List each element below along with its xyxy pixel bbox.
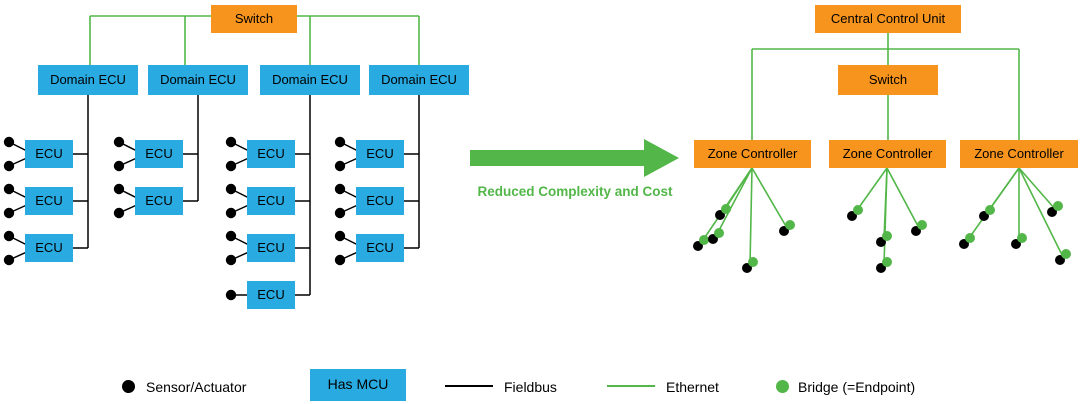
legend-bridge-label: Bridge (=Endpoint) [798,379,916,395]
ethernet-line-icon [607,385,655,387]
ecu-box: ECU [247,140,295,168]
ethernet-lines-right [700,33,1064,266]
sensor-dots-left [3,136,346,301]
ecu-box: ECU [25,187,73,215]
endpoint-dot [847,205,927,273]
domain-ecu-box-1: Domain ECU [38,65,138,95]
ecu-box: ECU [247,281,295,309]
ecu-box: ECU [25,140,73,168]
legend-sensor-actuator-label: Sensor/Actuator [146,379,247,395]
legend-fieldbus-label: Fieldbus [504,379,557,395]
bridge-dot-icon [776,380,789,393]
switch-box-right: Switch [838,65,938,95]
zone-controller-box-2: Zone Controller [829,140,946,168]
fieldbus-line-icon [445,385,493,387]
endpoint-dots-right [693,201,1071,273]
sensor-actuator-dot-icon [122,380,135,393]
endpoint-dot [959,201,1071,265]
ecu-box: ECU [25,234,73,262]
ecu-box: ECU [247,187,295,215]
legend-ethernet-label: Ethernet [666,379,719,395]
legend-has-mcu-box: Has MCU [310,369,406,401]
domain-ecu-box-2: Domain ECU [148,65,248,95]
domain-ecu-box-3: Domain ECU [260,65,360,95]
ecu-box: ECU [135,187,183,215]
endpoint-dot [693,204,795,273]
switch-box-left: Switch [211,5,297,33]
domain-ecu-box-4: Domain ECU [369,65,469,95]
ecu-box: ECU [356,234,404,262]
ecu-box: ECU [356,187,404,215]
transition-label: Reduced Complexity and Cost [477,184,673,199]
ecu-box: ECU [356,140,404,168]
zone-controller-box-3: Zone Controller [960,140,1078,168]
zone-controller-box-1: Zone Controller [694,140,811,168]
transition-arrow [470,139,679,177]
ecu-box: ECU [135,140,183,168]
ecu-box: ECU [247,234,295,262]
central-control-unit-box: Central Control Unit [815,5,961,33]
